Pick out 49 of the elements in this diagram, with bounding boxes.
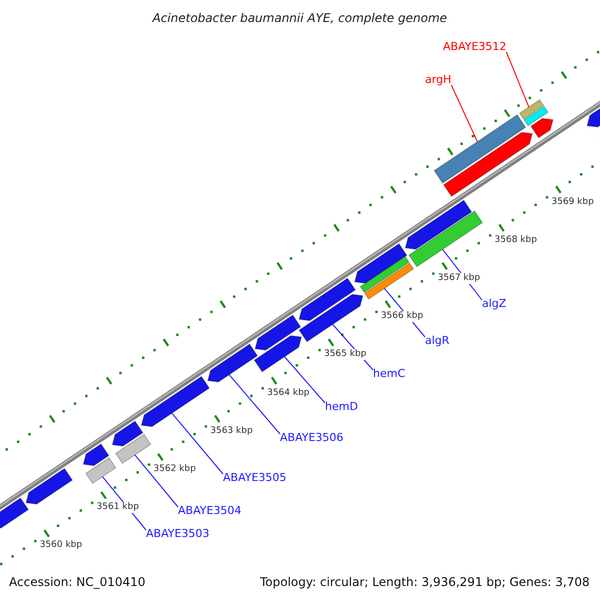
- gene-label: hemD: [325, 400, 358, 414]
- scale-label: 3562 kbp: [153, 464, 196, 476]
- gene-label: ABAYE3506: [280, 431, 344, 445]
- gene-feature: [254, 314, 302, 351]
- gene-feature: [404, 200, 472, 250]
- gene-feature: [298, 294, 364, 342]
- gene-feature: [82, 443, 110, 466]
- gene-feature: [254, 335, 302, 372]
- gene-feature: [530, 118, 554, 138]
- leader-line: [506, 52, 530, 108]
- gene-feature: [519, 99, 544, 120]
- diagram-title: Acinetobacter baumannii AYE, complete genome: [152, 11, 448, 25]
- gene-feature: [140, 376, 210, 428]
- scale-label: 3569 kbp: [551, 196, 594, 208]
- gene-label: ABAYE3512: [443, 40, 506, 54]
- scale-label: 3561 kbp: [96, 502, 139, 514]
- gene-label: ABAYE3503: [146, 527, 210, 541]
- gene-feature: [523, 106, 549, 126]
- leader-line: [228, 374, 280, 434]
- scale-label: 3568 kbp: [494, 234, 537, 246]
- gene-feature: [85, 457, 116, 484]
- gene-label: ABAYE3505: [223, 471, 286, 485]
- gene-feature: [115, 434, 152, 464]
- scale-label: 3563 kbp: [210, 426, 253, 437]
- gene-feature: [354, 243, 408, 284]
- accession-text: Accession: NC_010410: [9, 575, 146, 589]
- leader-line: [450, 84, 478, 142]
- gene-feature: [25, 468, 73, 505]
- gene-feature: [434, 114, 526, 184]
- gene-label: algR: [425, 334, 450, 348]
- gene-feature: [207, 343, 258, 382]
- gene-label: argH: [425, 73, 452, 87]
- gene-label: ABAYE3504: [178, 504, 242, 518]
- scale-label: 3567 kbp: [438, 273, 480, 284]
- gene-feature: [360, 256, 410, 294]
- scale-label: 3560 kbp: [40, 540, 82, 552]
- gene-label: hemC: [373, 367, 406, 381]
- scale-label: 3564 kbp: [267, 388, 310, 399]
- gene-feature: [298, 278, 356, 322]
- gene-feature: [0, 497, 29, 529]
- scale-label: 3565 kbp: [324, 349, 366, 360]
- gene-feature: [408, 210, 484, 268]
- scale-label: 3566 kbp: [380, 311, 424, 322]
- gene-label: algZ: [482, 297, 506, 311]
- gene-feature: [364, 262, 414, 300]
- genome-info-text: Topology: circular; Length: 3,936,291 bp; Genes: 3,708: [260, 575, 590, 589]
- gene-feature: [112, 420, 144, 447]
- gene-feature: [443, 132, 533, 198]
- leader-line: [171, 412, 224, 474]
